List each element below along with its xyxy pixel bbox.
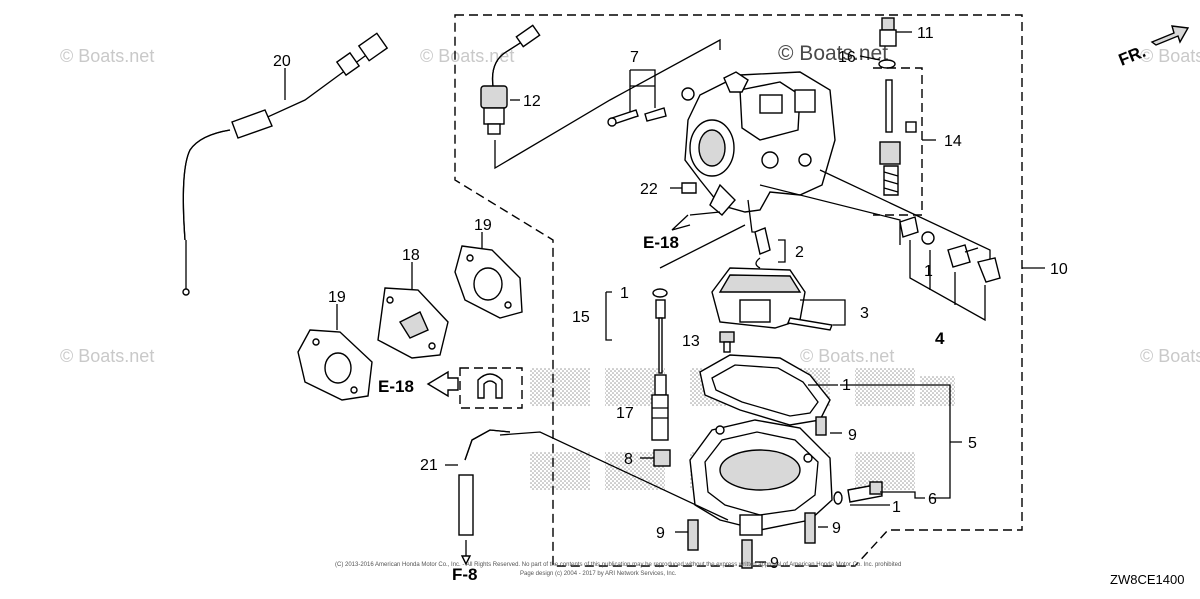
part-label: 20 xyxy=(273,53,291,70)
float-bowl xyxy=(689,419,833,536)
part-label: 19 xyxy=(328,289,346,306)
part-label: 9 xyxy=(832,520,841,537)
carburetor-body xyxy=(681,71,991,270)
part-label: 16 xyxy=(838,49,856,66)
part-label: 10 xyxy=(1050,261,1068,278)
background-watermarks: © Boats.net © Boats.net © Boats.net © Bo… xyxy=(60,42,1200,366)
float-part-3 xyxy=(711,267,846,331)
part-label: 1 xyxy=(620,285,629,302)
part-label: 11 xyxy=(917,25,934,42)
part-label: 22 xyxy=(640,181,658,198)
gasket-part-19-left xyxy=(297,304,373,401)
part-label: 21 xyxy=(420,457,438,474)
part-label: 1 xyxy=(924,263,933,280)
insulator-part-18 xyxy=(377,262,449,359)
cable-part-20 xyxy=(182,32,389,296)
float-valve-part-2 xyxy=(754,227,786,269)
gasket-part-1 xyxy=(699,354,838,426)
footer: (C) 2013-2016 American Honda Motor Co., … xyxy=(335,562,1184,587)
screw-part-13 xyxy=(719,331,735,353)
part-label: 3 xyxy=(860,305,869,322)
part-label: 1 xyxy=(892,499,901,516)
gasket-part-19-right xyxy=(454,232,523,319)
drain-plug-part-8 xyxy=(640,449,671,467)
part-label: 9 xyxy=(656,525,665,542)
part-label: 8 xyxy=(624,451,633,468)
ref-label: E-18 xyxy=(378,377,414,396)
ref-label: F-8 xyxy=(452,565,478,584)
ref-e18-left: E-18 xyxy=(378,367,523,409)
part-label: 7 xyxy=(630,49,639,66)
copyright-line: (C) 2013-2016 American Honda Motor Co., … xyxy=(335,562,901,568)
part-label: 4 xyxy=(935,329,945,348)
part-label: 15 xyxy=(572,309,590,326)
part-label: 1 xyxy=(842,377,851,394)
part-label: 19 xyxy=(474,217,492,234)
jet-parts-15-17 xyxy=(605,288,669,441)
part-label: 18 xyxy=(402,247,420,264)
ref-label: E-18 xyxy=(643,233,679,252)
watermark: © Boats.net xyxy=(800,346,894,366)
part-label: 9 xyxy=(848,427,857,444)
watermark: © Boats.net xyxy=(1140,346,1200,366)
copyright-line: Page design (c) 2004 - 2017 by ARI Netwo… xyxy=(520,571,677,577)
screw-part-22 xyxy=(670,182,697,194)
needle-parts-11-14-16 xyxy=(859,17,936,216)
watermark: © Boats.net xyxy=(60,346,154,366)
part-label: 6 xyxy=(928,491,937,508)
fuel-fitting-part-12 xyxy=(480,24,721,170)
part-label: 12 xyxy=(523,93,541,110)
screws-part-7 xyxy=(607,69,667,127)
pilot-screw-part-4 xyxy=(899,216,1001,322)
watermark: © Boats.net xyxy=(420,46,514,66)
watermark: © Boats.net xyxy=(60,46,154,66)
part-number-labels: 20 12 7 22 11 16 14 10 2 1 4 3 1 15 13 1… xyxy=(273,25,1068,572)
vent-tube-part-21: F-8 xyxy=(445,429,729,584)
part-label: 9 xyxy=(770,555,779,572)
part-label: 17 xyxy=(616,405,634,422)
diagram-code: ZW8CE1400 xyxy=(1110,572,1184,587)
drain-screw-part-6 xyxy=(833,481,925,506)
part-label: 13 xyxy=(682,333,700,350)
part-label: 14 xyxy=(944,133,962,150)
main-watermark: © Boats.net xyxy=(778,42,888,65)
watermark: © Boats.net xyxy=(1140,46,1200,66)
part-label: 5 xyxy=(968,435,977,452)
assembly-boundary xyxy=(454,14,1023,567)
part-label: 2 xyxy=(795,244,804,261)
bowl-screws-part-9 xyxy=(675,416,842,569)
ref-e18-top: E-18 xyxy=(643,214,746,269)
leader-part-5 xyxy=(840,384,962,499)
